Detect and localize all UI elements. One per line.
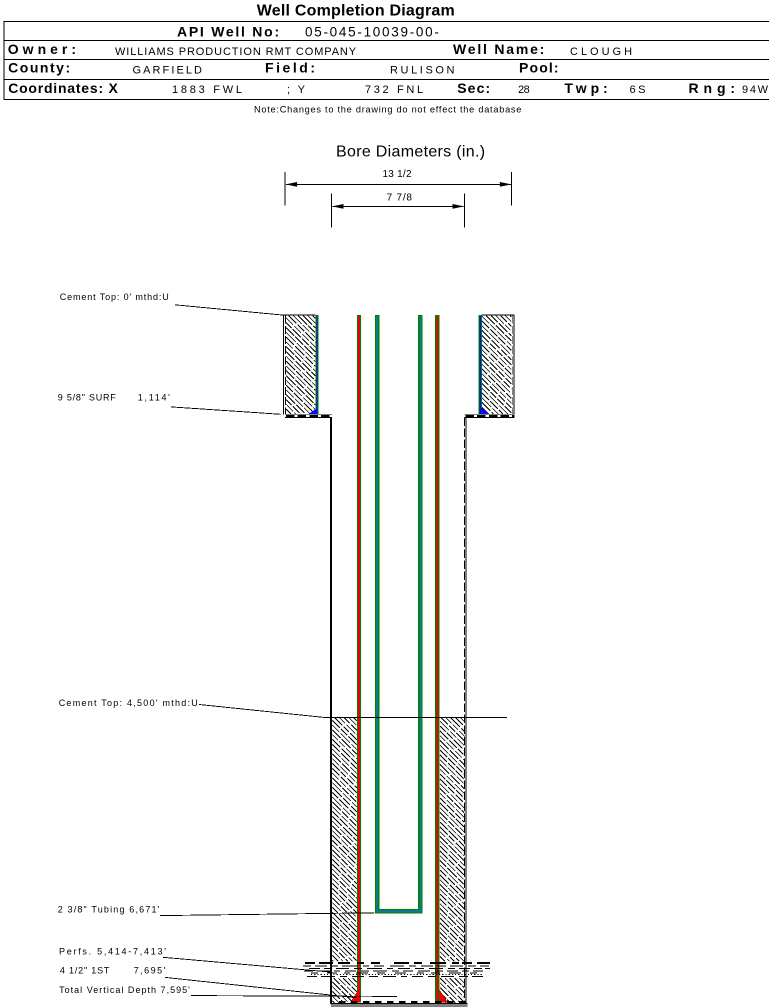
svg-text:Well Completion Diagram: Well Completion Diagram bbox=[257, 2, 455, 19]
svg-text:1883 FWL: 1883 FWL bbox=[172, 84, 245, 96]
svg-text:Cement Top: 4,500' mthd:U: Cement Top: 4,500' mthd:U bbox=[59, 698, 199, 708]
svg-text:Bore Diameters (in.): Bore Diameters (in.) bbox=[336, 144, 485, 161]
svg-text:Rng:: Rng: bbox=[689, 80, 740, 96]
svg-text:Field:: Field: bbox=[265, 60, 318, 76]
svg-text:Total Vertical Depth 7,595': Total Vertical Depth 7,595' bbox=[59, 985, 191, 995]
svg-text:Twp:: Twp: bbox=[564, 80, 611, 96]
svg-text:28: 28 bbox=[518, 84, 530, 96]
svg-text:GARFIELD: GARFIELD bbox=[133, 64, 205, 76]
svg-text:Sec:: Sec: bbox=[457, 80, 491, 96]
svg-text:Note:Changes to the drawing do: Note:Changes to the drawing do not effec… bbox=[254, 104, 522, 114]
svg-text:13 1/2: 13 1/2 bbox=[383, 169, 412, 180]
svg-text:94W: 94W bbox=[742, 84, 769, 96]
svg-text:County:: County: bbox=[8, 60, 72, 76]
svg-text:WILLIAMS PRODUCTION RMT COMPAN: WILLIAMS PRODUCTION RMT COMPANY bbox=[115, 46, 357, 58]
svg-text:API Well No:: API Well No: bbox=[177, 23, 281, 39]
svg-text:Owner:: Owner: bbox=[8, 41, 80, 57]
svg-text:1,114': 1,114' bbox=[138, 393, 172, 403]
svg-text:6S: 6S bbox=[630, 84, 648, 96]
svg-text:Well Name:: Well Name: bbox=[453, 41, 546, 57]
svg-text:Coordinates: X: Coordinates: X bbox=[8, 80, 119, 96]
svg-text:4 1/2" 1ST: 4 1/2" 1ST bbox=[60, 966, 110, 976]
svg-text:Perfs. 5,414-7,413': Perfs. 5,414-7,413' bbox=[59, 946, 168, 956]
svg-text:7,695': 7,695' bbox=[134, 966, 167, 976]
svg-text:7 7/8: 7 7/8 bbox=[387, 192, 413, 203]
svg-text:9 5/8" SURF: 9 5/8" SURF bbox=[58, 393, 117, 403]
svg-text:Cement Top: 0' mthd:U: Cement Top: 0' mthd:U bbox=[60, 292, 170, 302]
svg-text:2 3/8" Tubing 6,671': 2 3/8" Tubing 6,671' bbox=[58, 905, 161, 915]
svg-text:05-045-10039-00-: 05-045-10039-00- bbox=[305, 24, 441, 39]
svg-text:732 FNL: 732 FNL bbox=[365, 84, 426, 96]
svg-text:RULISON: RULISON bbox=[390, 64, 457, 76]
svg-text:Pool:: Pool: bbox=[519, 60, 560, 76]
svg-text:CLOUGH: CLOUGH bbox=[570, 46, 635, 58]
svg-text:; Y: ; Y bbox=[287, 84, 307, 96]
